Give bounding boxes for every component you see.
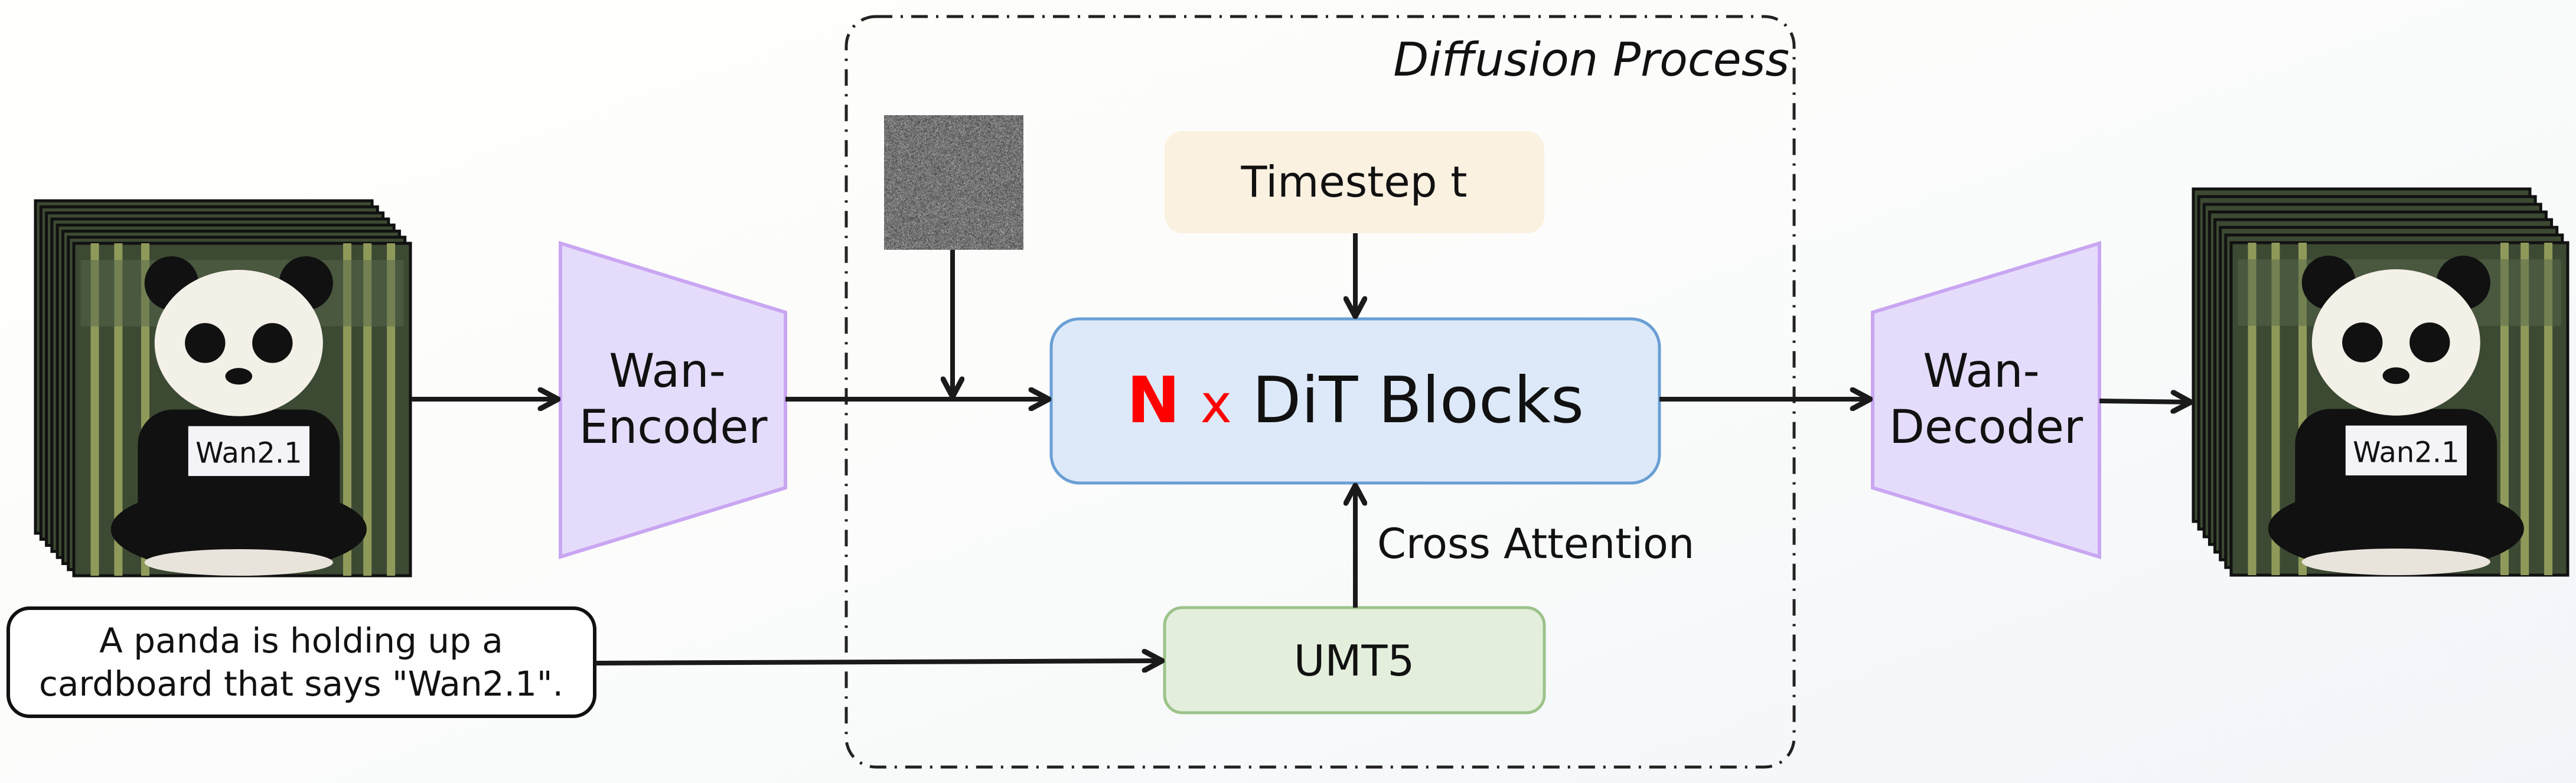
panda-head — [2312, 269, 2480, 416]
arrow-prompt-to-umt5 — [595, 661, 1162, 663]
panda-head — [155, 270, 323, 416]
timestep-label: Timestep t — [1240, 157, 1467, 207]
output-video-frames: Wan2.1 — [2193, 189, 2568, 575]
encoder-label-line2: Encoder — [579, 401, 768, 454]
prompt-line1: A panda is holding up a — [99, 621, 503, 661]
dit-blocks-text: DiT Blocks — [1252, 364, 1584, 438]
video-frame: Wan2.1 — [2231, 243, 2568, 575]
sign-text: Wan2.1 — [195, 437, 302, 470]
dit-times-symbol: x — [1201, 373, 1232, 435]
gaussian-noise-image — [884, 115, 1023, 250]
prompt-line2: cardboard that says "Wan2.1". — [39, 664, 563, 704]
dit-blocks-box: N x DiT Blocks — [1051, 319, 1659, 483]
dit-label: N x DiT Blocks — [1127, 364, 1584, 438]
video-frame: Wan2.1 — [74, 243, 410, 576]
umt5-label: UMT5 — [1294, 636, 1415, 686]
timestep-box: Timestep t — [1165, 131, 1544, 233]
wan-encoder: Wan- Encoder — [560, 243, 785, 557]
arrow-decoder-to-frames — [2099, 401, 2191, 402]
diffusion-process-label: Diffusion Process — [1393, 34, 1789, 87]
dit-multiplier-n: N — [1127, 364, 1180, 438]
sign-text: Wan2.1 — [2353, 436, 2460, 469]
input-video-frames: Wan2.1 — [35, 201, 410, 576]
wan-decoder: Wan- Decoder — [1873, 243, 2099, 557]
text-prompt-box: A panda is holding up a cardboard that s… — [8, 608, 595, 716]
umt5-box: UMT5 — [1165, 608, 1544, 713]
cross-attention-label: Cross Attention — [1377, 520, 1694, 568]
encoder-label-line1: Wan- — [609, 345, 726, 398]
decoder-label-line2: Decoder — [1889, 401, 2083, 454]
decoder-label-line1: Wan- — [1923, 345, 2040, 398]
